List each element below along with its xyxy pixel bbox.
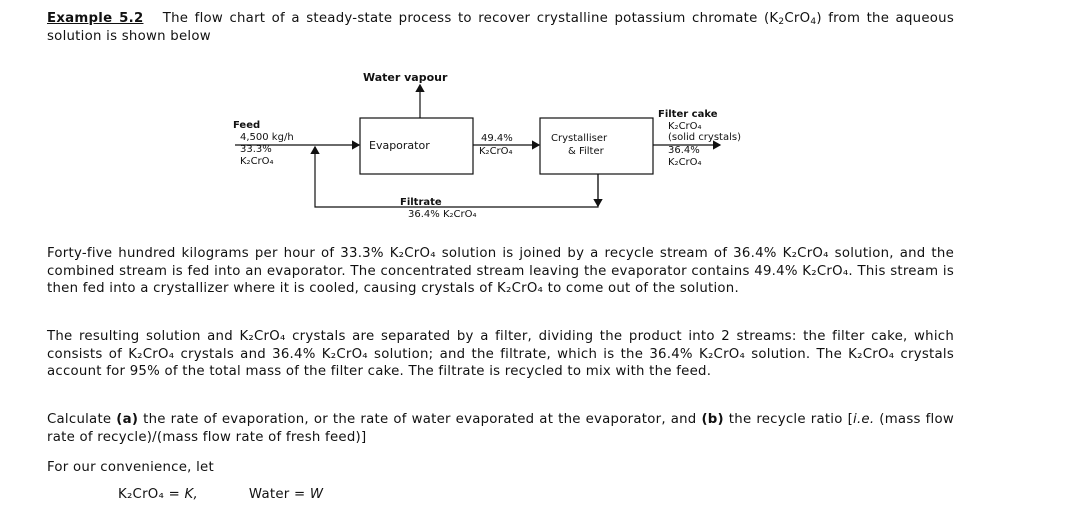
feed-title: Feed (233, 120, 260, 131)
feed-rate: 4,500 kg/h (240, 132, 294, 143)
paragraph-4: For our convenience, let (47, 460, 214, 475)
def-w-lhs: Water (248, 487, 290, 502)
cake-title: Filter cake (658, 109, 718, 120)
heading-text-b: CrO (784, 11, 811, 26)
heading-text-a: The flow chart of a steady-state process… (162, 11, 779, 26)
p3-part-a: (a) (116, 412, 139, 427)
recycle-line (310, 145, 599, 208)
p3-part-b: (b) (701, 412, 724, 427)
cake-species-2: K₂CrO₄ (668, 157, 702, 168)
p3-text-c: the rate of evaporation, or the rate of … (138, 412, 702, 427)
def-k-rhs: K, (184, 487, 198, 502)
evaporator-label: Evaporator (369, 139, 430, 152)
heading-text-c: ) from the aqueous solution is shown bel… (47, 11, 954, 44)
definitions: K₂CrO₄ = K, Water = W (118, 487, 323, 502)
concentrate-percent: 49.4% (481, 133, 513, 144)
water-vapour-label: Water vapour (363, 71, 448, 84)
concentrate-species: K₂CrO₄ (479, 146, 513, 157)
paragraph-1: Forty-five hundred kilograms per hour of… (47, 246, 954, 297)
p3-ie: i.e. (853, 412, 875, 427)
def-k-lhs: K₂CrO₄ (118, 487, 165, 502)
def-w-eq: = (293, 487, 306, 502)
example-label: Example 5.2 (47, 11, 144, 26)
p3-text-a: Calculate (47, 412, 117, 427)
crystalliser-label: Crystalliser (551, 133, 608, 144)
cake-species: K₂CrO₄ (668, 121, 702, 132)
p3-text-g: (mass flow rate of recycle)/(mass flow r… (47, 412, 955, 445)
heading-sub-4: 4 (810, 17, 817, 27)
cake-note: (solid crystals) (668, 132, 741, 143)
heading-sub-2: 2 (778, 17, 785, 27)
def-w-rhs: W (309, 487, 324, 502)
example-heading: Example 5.2 The flow chart of a steady-s… (47, 10, 954, 45)
filtrate-text: 36.4% K₂CrO₄ (408, 209, 477, 220)
flow-chart: Water vapour Feed 4,500 kg/h 33.3% K₂CrO… (233, 71, 741, 220)
def-k-eq: = (168, 487, 180, 502)
filtrate-title: Filtrate (400, 197, 442, 208)
cake-percent: 36.4% (668, 145, 700, 156)
feed-percent: 33.3% (240, 144, 272, 155)
paragraph-2: The resulting solution and K₂CrO₄ crysta… (47, 329, 954, 380)
filter-label: & Filter (568, 146, 605, 157)
paragraph-3: Calculate (a) the rate of evaporation, o… (47, 411, 954, 446)
feed-species: K₂CrO₄ (240, 156, 274, 167)
p3-text-e: the recycle ratio [ (723, 412, 854, 427)
